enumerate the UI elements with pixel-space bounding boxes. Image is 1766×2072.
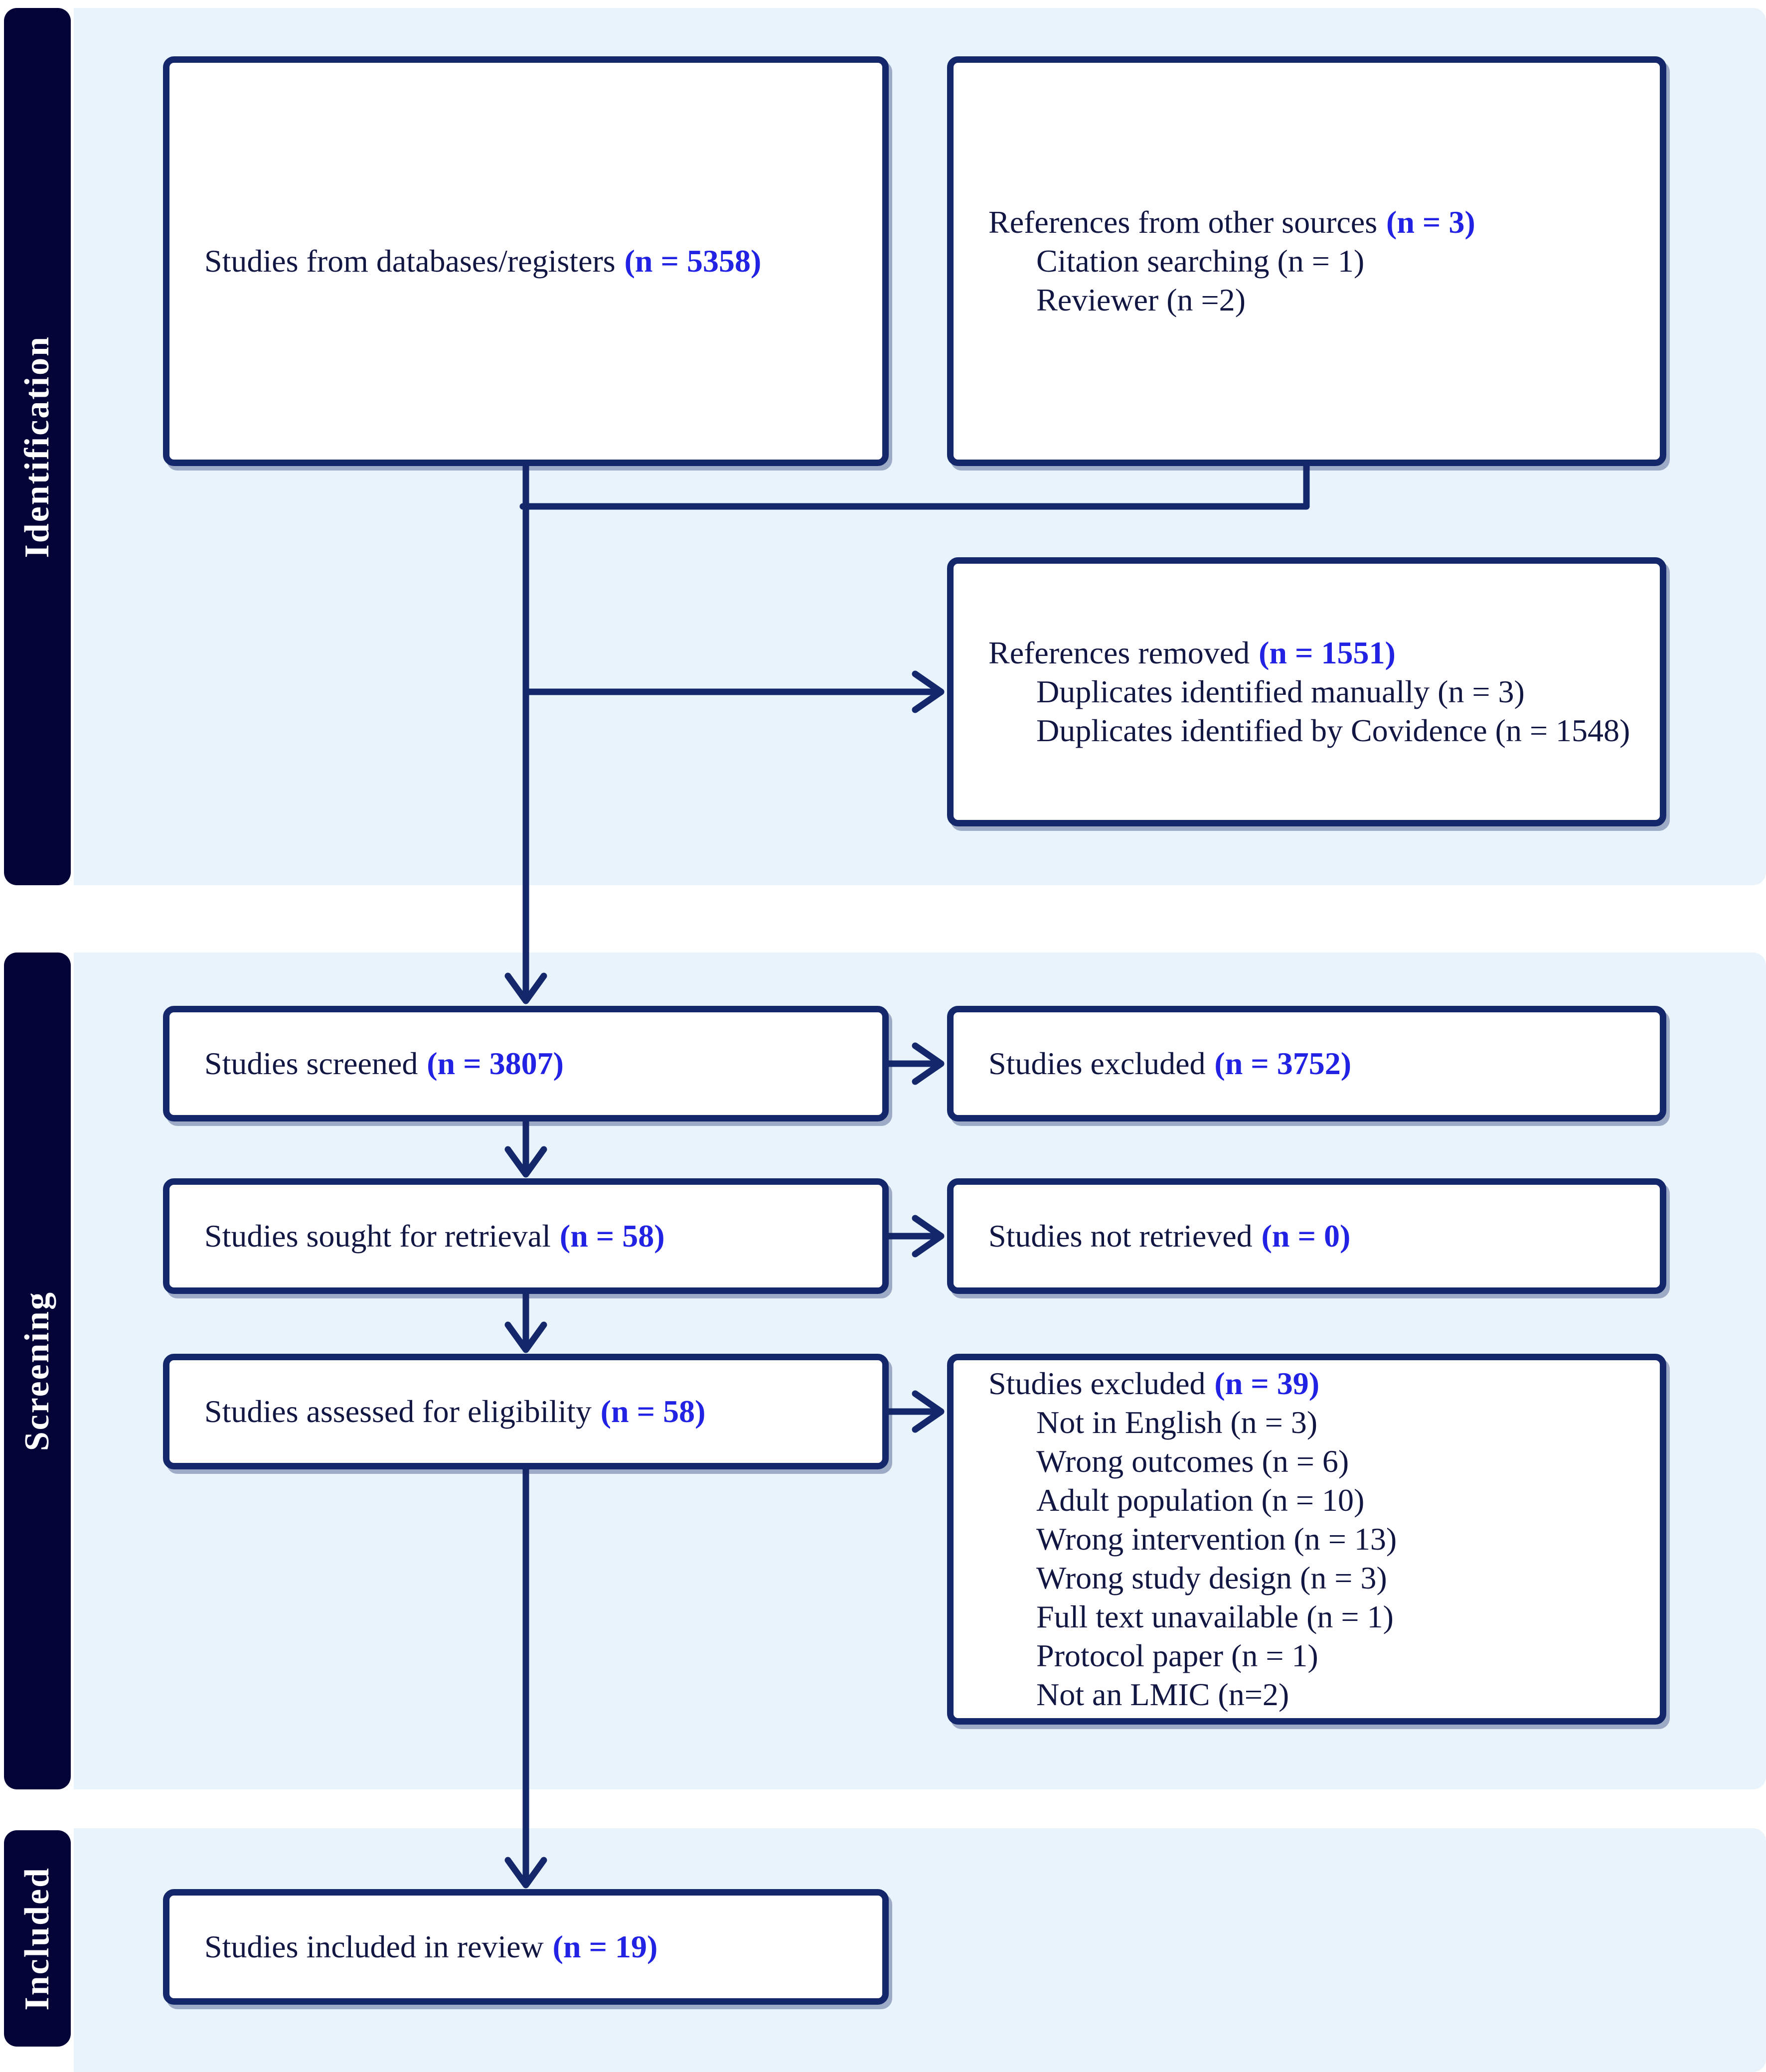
arrowhead-into-excluded-screening — [912, 1042, 945, 1085]
heading-count: (n = 5358) — [624, 243, 762, 279]
line-other-sources-merge — [519, 463, 1310, 510]
box-heading: Studies excluded(n = 3752) — [988, 1044, 1645, 1083]
included-sidebar: Included — [4, 1830, 71, 2047]
sub-item: Duplicates identified by Covidence (n = … — [1036, 713, 1630, 748]
sub-item: Full text unavailable (n = 1) — [1036, 1599, 1394, 1634]
box-heading: Studies excluded(n = 39) — [988, 1364, 1645, 1403]
box-studies-excluded-eligibility: Studies excluded(n = 39) Not in English … — [947, 1354, 1666, 1725]
heading-count: (n = 1551) — [1259, 635, 1396, 670]
arrowhead-into-references-removed — [912, 670, 945, 713]
box-heading: Studies sought for retrieval(n = 58) — [204, 1217, 867, 1256]
heading-text: Studies not retrieved — [988, 1218, 1253, 1254]
box-studies-sought: Studies sought for retrieval(n = 58) — [163, 1178, 889, 1294]
heading-count: (n = 3) — [1386, 204, 1475, 240]
connector-lines — [504, 463, 1310, 1889]
sub-item: Wrong study design (n = 3) — [1036, 1560, 1387, 1595]
sub-item: Wrong intervention (n = 13) — [1036, 1521, 1397, 1557]
box-references-other-sources: References from other sources(n = 3) Cit… — [947, 56, 1666, 466]
box-heading: References removed (n = 1551) — [988, 634, 1645, 672]
heading-count: (n = 3807) — [427, 1046, 564, 1081]
heading-count: (n = 58) — [600, 1394, 706, 1429]
box-sublist: Duplicates identified manually (n = 3) Du… — [988, 672, 1645, 750]
box-heading: Studies screened (n = 3807) — [204, 1044, 867, 1083]
heading-count: (n = 3752) — [1214, 1046, 1352, 1081]
heading-text: Studies sought for retrieval — [204, 1218, 551, 1254]
arrowhead-into-not-retrieved — [912, 1215, 945, 1258]
heading-count: (n = 19) — [552, 1929, 658, 1964]
box-studies-not-retrieved: Studies not retrieved(n = 0) — [947, 1178, 1666, 1294]
sub-item: Protocol paper (n = 1) — [1036, 1638, 1318, 1673]
heading-text: Studies from databases/registers — [204, 243, 616, 279]
heading-text: Studies assessed for eligibility — [204, 1394, 592, 1429]
arrowhead-into-included — [504, 1857, 547, 1889]
arrowhead-into-excluded-eligibility — [912, 1390, 945, 1433]
arrowhead-into-screened — [504, 972, 547, 1004]
box-studies-from-databases: Studies from databases/registers(n = 535… — [163, 56, 889, 466]
sub-item: Wrong outcomes (n = 6) — [1036, 1443, 1349, 1479]
box-heading: Studies assessed for eligibility(n = 58) — [204, 1392, 867, 1431]
box-sublist: Not in English (n = 3)Wrong outcomes (n … — [988, 1403, 1645, 1714]
heading-text: Studies screened — [204, 1046, 418, 1081]
box-references-removed: References removed (n = 1551) Duplicates … — [947, 557, 1666, 826]
box-heading: References from other sources(n = 3) — [988, 203, 1645, 242]
sub-item: Reviewer (n =2) — [1036, 282, 1246, 318]
heading-text: Studies excluded — [988, 1366, 1206, 1401]
screening-sidebar: Screening — [4, 953, 71, 1789]
identification-sidebar: Identification — [4, 8, 71, 885]
heading-count: (n = 58) — [559, 1218, 665, 1254]
box-studies-excluded-screening: Studies excluded(n = 3752) — [947, 1006, 1666, 1121]
sub-item: Duplicates identified manually (n = 3) — [1036, 674, 1525, 709]
sub-item: Adult population (n = 10) — [1036, 1482, 1365, 1518]
box-sublist: Citation searching (n = 1)Reviewer (n =2… — [988, 242, 1645, 319]
box-heading: Studies from databases/registers(n = 535… — [204, 242, 867, 281]
heading-text: Studies excluded — [988, 1046, 1206, 1081]
box-studies-screened: Studies screened (n = 3807) — [163, 1006, 889, 1121]
heading-count: (n = 39) — [1214, 1366, 1320, 1401]
box-studies-included-review: Studies included in review(n = 19) — [163, 1889, 889, 2005]
heading-text: References removed — [988, 635, 1250, 670]
heading-text: References from other sources — [988, 204, 1378, 240]
arrowhead-into-assessed — [504, 1321, 547, 1353]
sub-item: Citation searching (n = 1) — [1036, 243, 1365, 279]
box-heading: Studies not retrieved(n = 0) — [988, 1217, 1645, 1256]
sub-item: Not an LMIC (n=2) — [1036, 1677, 1289, 1712]
box-studies-assessed: Studies assessed for eligibility(n = 58) — [163, 1354, 889, 1469]
heading-text: Studies included in review — [204, 1929, 544, 1964]
heading-count: (n = 0) — [1261, 1218, 1351, 1254]
box-heading: Studies included in review(n = 19) — [204, 1927, 867, 1966]
sub-item: Not in English (n = 3) — [1036, 1405, 1318, 1440]
arrowhead-into-sought — [504, 1146, 547, 1178]
